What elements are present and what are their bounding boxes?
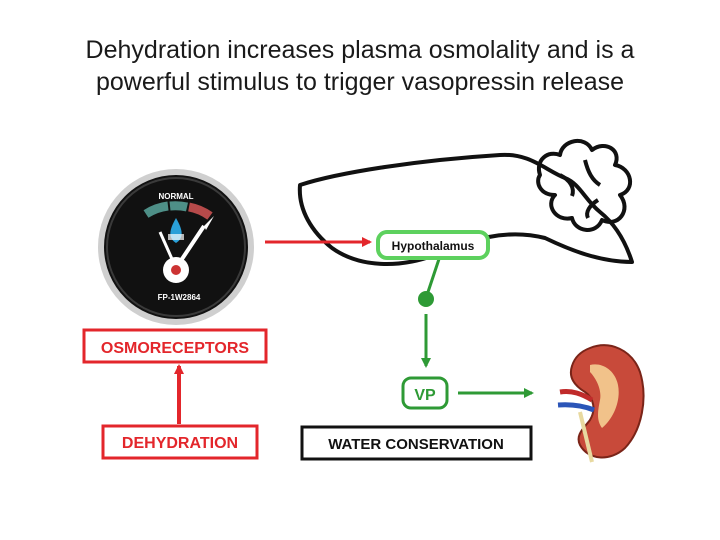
neuron-terminal [418, 291, 434, 307]
gauge-bottom-label: FP-1W2864 [158, 293, 201, 302]
osmoreceptors-box: OSMORECEPTORS [82, 328, 268, 364]
dehydration-box: DEHYDRATION [101, 424, 259, 460]
slide-title: Dehydration increases plasma osmolality … [20, 34, 700, 98]
vp-box: VP [401, 376, 449, 410]
water-conservation-label: WATER CONSERVATION [328, 436, 504, 453]
osmoreceptors-label: OSMORECEPTORS [101, 340, 250, 357]
title-line-1: Dehydration increases plasma osmolality … [85, 36, 635, 64]
title-line-2: powerful stimulus to trigger vasopressin… [95, 68, 624, 96]
dehydration-label: DEHYDRATION [122, 435, 238, 452]
hypothalamus-label: Hypothalamus [392, 239, 475, 253]
kidney-icon [557, 344, 645, 463]
vp-label: VP [414, 387, 436, 404]
gauge-icon: NORMAL FP-1W2864 [98, 169, 254, 325]
gauge-top-label: NORMAL [158, 192, 193, 201]
water-conservation-box: WATER CONSERVATION [300, 425, 533, 461]
hypothalamus-neuron-line [426, 255, 442, 293]
hypothalamus-box: Hypothalamus [376, 230, 490, 260]
brain-icon [297, 139, 634, 267]
